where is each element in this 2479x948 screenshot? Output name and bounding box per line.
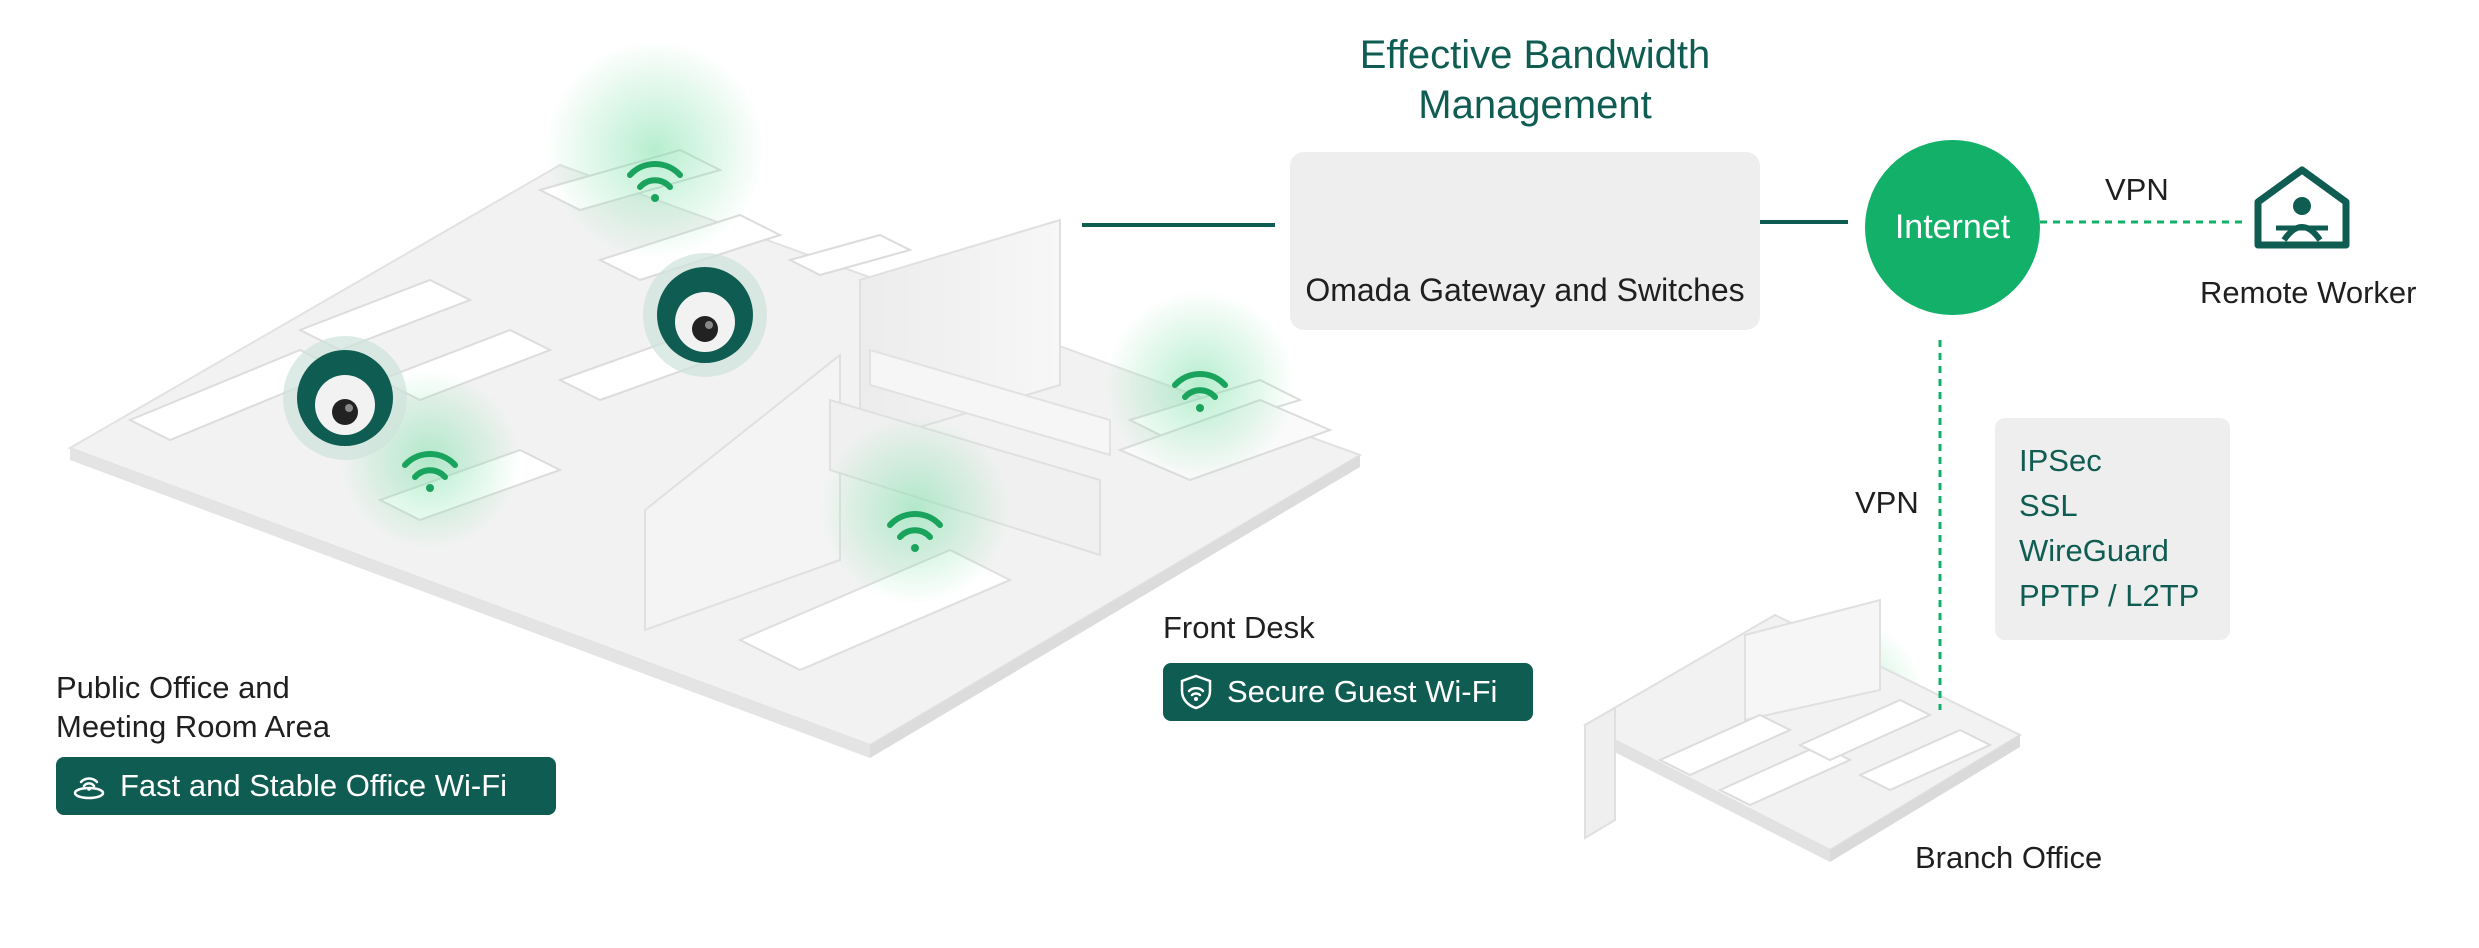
protocol-item: IPSec — [2019, 443, 2102, 478]
vpn-branch-label: VPN — [1855, 485, 1919, 520]
gateway-panel — [1290, 152, 1760, 330]
camera-icon — [643, 253, 767, 377]
branch-office-label: Branch Office — [1915, 840, 2103, 875]
vpn-protocols-box: IPSec SSL WireGuard PPTP / L2TP — [1995, 418, 2230, 640]
title-line-2: Management — [1418, 83, 1652, 127]
remote-worker-label: Remote Worker — [2200, 275, 2417, 310]
wifi-icon — [402, 451, 458, 492]
camera-icon — [283, 336, 407, 460]
front-desk-label: Front Desk — [1163, 610, 1315, 645]
office-wifi-badge: Fast and Stable Office Wi-Fi — [56, 757, 556, 815]
internet-label: Internet — [1894, 208, 2011, 246]
access-point-icon — [73, 777, 105, 800]
wifi-icon — [1172, 371, 1228, 412]
wifi-icon — [887, 511, 943, 552]
home-worker-icon — [2254, 166, 2350, 249]
public-office-line-1: Public Office and — [56, 670, 290, 705]
protocol-item: PPTP / L2TP — [2019, 578, 2200, 613]
vpn-remote-label: VPN — [2105, 172, 2169, 207]
shield-wifi-icon — [1180, 674, 1212, 710]
protocol-item: WireGuard — [2019, 533, 2169, 568]
title-line-1: Effective Bandwidth — [1359, 33, 1711, 77]
public-office-label: Public Office and Meeting Room Area — [56, 668, 330, 746]
page-title: Effective Bandwidth Management — [1300, 30, 1770, 130]
badge-label: Fast and Stable Office Wi-Fi — [120, 768, 508, 803]
gateway-label: Omada Gateway and Switches — [1305, 272, 1745, 308]
secure-guest-wifi-badge: Secure Guest Wi-Fi — [1163, 663, 1533, 721]
internet-node: Internet — [1865, 140, 2040, 315]
branch-office-floor — [1582, 598, 2023, 862]
public-office-line-2: Meeting Room Area — [56, 709, 330, 744]
badge-label: Secure Guest Wi-Fi — [1227, 674, 1498, 709]
protocol-item: SSL — [2019, 488, 2078, 523]
wifi-icon — [627, 161, 683, 202]
